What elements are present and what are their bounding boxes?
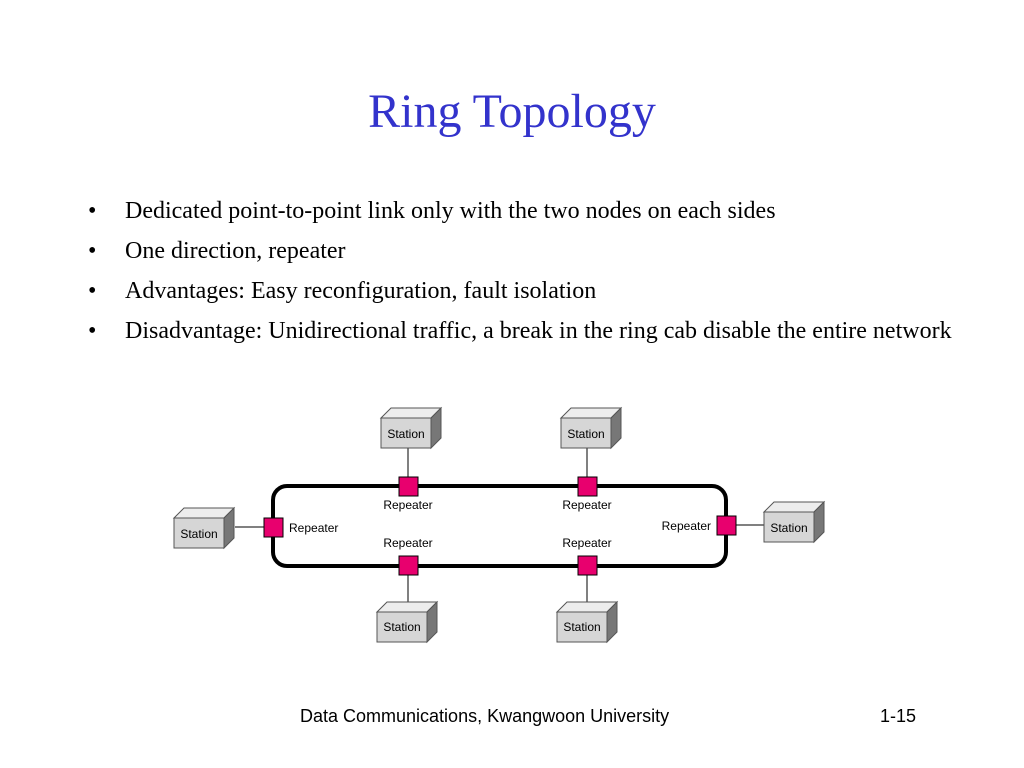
repeater-label: Repeater [562,536,611,550]
footer-course: Data Communications, Kwangwoon Universit… [300,706,670,726]
bullet-text: Dedicated point-to-point link only with … [125,198,776,224]
repeater-label: Repeater [289,521,338,535]
station-right: Station [762,500,826,544]
repeater-label: Repeater [562,498,611,512]
station-bottom-left: Station [375,600,439,644]
station-label: Station [387,427,424,441]
bullet-text: Disadvantage: Unidirectional traffic, a … [125,318,952,344]
bullet-dot: • [88,238,97,264]
bullet-list: • Dedicated point-to-point link only with… [80,196,960,356]
repeater-top-right [577,476,598,497]
repeater-label: Repeater [383,536,432,550]
repeater-label: Repeater [662,519,711,533]
station-left: Station [172,506,236,550]
drop-lines [235,448,764,603]
bullet-item: • Disadvantage: Unidirectional traffic, a… [80,316,960,346]
station-label: Station [770,521,807,535]
bullet-item: • Dedicated point-to-point link only with… [80,196,960,226]
bullet-dot: • [88,198,97,224]
page-number: 1-15 [880,706,917,726]
bullet-text: One direction, repeater [125,238,346,264]
station-bottom-right: Station [555,600,619,644]
station-label: Station [567,427,604,441]
bullet-dot: • [88,278,97,304]
bullet-item: • Advantages: Easy reconfiguration, fault… [80,276,960,306]
repeater-bottom-right [577,555,598,576]
station-top-left: Station [379,406,443,450]
station-label: Station [563,620,600,634]
repeater-bottom-left [398,555,419,576]
bullet-dot: • [88,318,97,344]
station-top-right: Station [559,406,623,450]
repeater-right [716,515,737,536]
station-label: Station [383,620,420,634]
repeater-left [263,517,284,538]
repeater-top-left [398,476,419,497]
slide-title: Ring Topology [368,85,656,138]
bullet-text: Advantages: Easy reconfiguration, fault … [125,278,597,304]
station-label: Station [180,527,217,541]
ring-cable [271,484,728,568]
bullet-item: • One direction, repeater [80,236,960,266]
repeater-label: Repeater [383,498,432,512]
